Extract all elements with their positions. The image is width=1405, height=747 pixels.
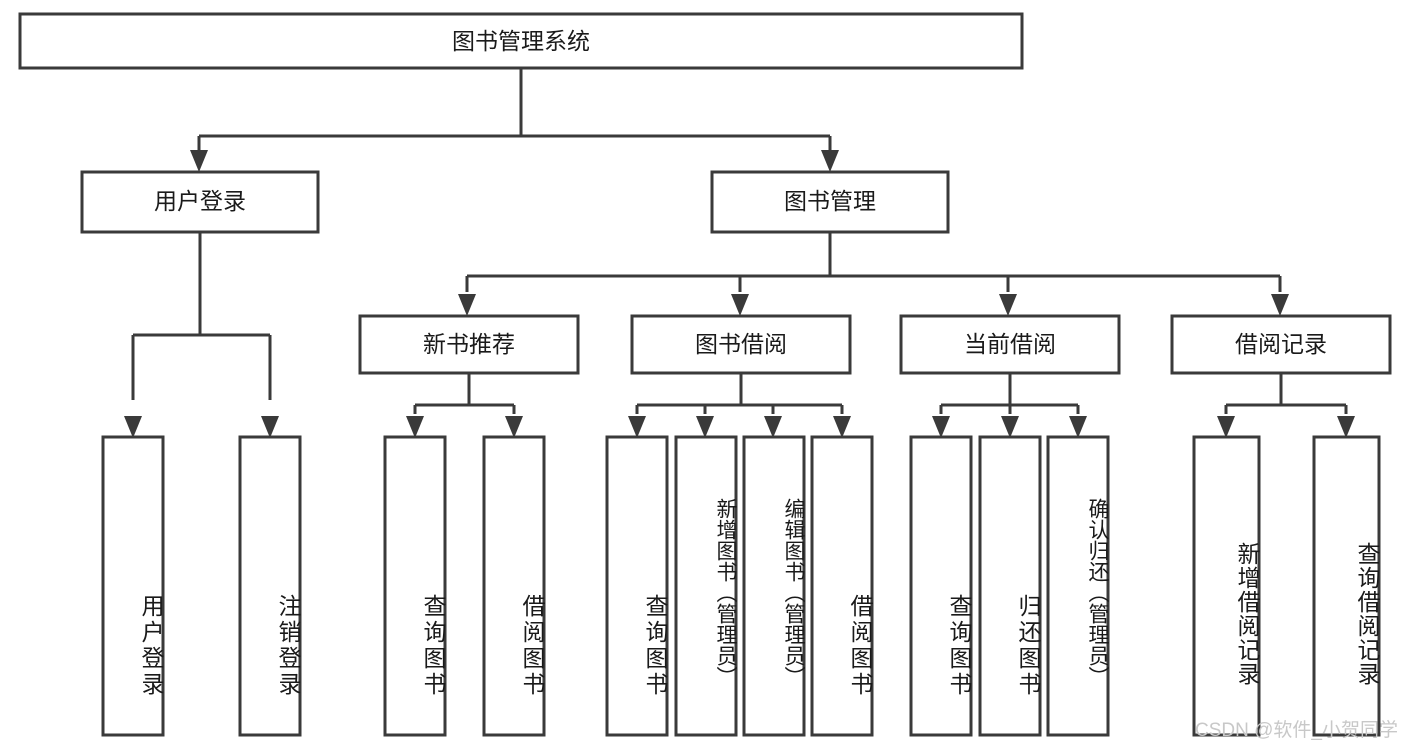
leaf-box-br-add-record[interactable] xyxy=(1192,435,1261,737)
leaf-box-cb-return-book[interactable] xyxy=(978,435,1042,737)
node-root-label: 图书管理系统 xyxy=(452,28,590,54)
node-book-manage-label: 图书管理 xyxy=(784,188,876,214)
node-new-book-recommend[interactable]: 新书推荐 xyxy=(358,314,580,375)
leaf-box-bb-borrow-book[interactable] xyxy=(810,435,874,737)
node-user-login[interactable]: 用户登录 xyxy=(80,170,320,234)
node-root-box xyxy=(18,12,1024,70)
leaf-box-logout[interactable] xyxy=(238,435,302,737)
arrow-to-borrow-record xyxy=(1271,294,1289,316)
arrow-to-leaf-nbr-2 xyxy=(505,416,523,438)
arrow-to-leaf-nbr-1 xyxy=(406,416,424,438)
leaf-box-cb-confirm-return[interactable] xyxy=(1046,435,1110,737)
arrow-to-book-borrow xyxy=(731,294,749,316)
arrow-to-leaf-br-2 xyxy=(1337,416,1355,438)
arrow-to-leaf-cb-2 xyxy=(1001,416,1019,438)
node-borrow-record-box xyxy=(1170,314,1392,375)
watermark-label: CSDN @软件_小贺同学 xyxy=(1195,719,1398,741)
arrow-to-leaf-bb-1 xyxy=(628,416,646,438)
node-new-book-recommend-box xyxy=(358,314,580,375)
node-book-manage[interactable]: 图书管理 xyxy=(710,170,950,234)
node-book-borrow[interactable]: 图书借阅 xyxy=(630,314,852,375)
arrow-to-leaf-bb-3 xyxy=(764,416,782,438)
arrow-to-leaf-bb-4 xyxy=(833,416,851,438)
leaf-box-br-query-record[interactable] xyxy=(1312,435,1381,737)
arrow-to-new-book-recommend xyxy=(458,294,476,316)
leaf-box-cb-query-book[interactable] xyxy=(909,435,973,737)
arrow-root-to-user-login xyxy=(190,150,208,172)
leaf-box-bb-query-book[interactable] xyxy=(605,435,669,737)
leaf-box-nbr-borrow-book[interactable] xyxy=(482,435,546,737)
node-current-borrow-label: 当前借阅 xyxy=(964,331,1056,357)
leaf-box-user-login[interactable] xyxy=(101,435,165,737)
arrow-to-leaf-cb-1 xyxy=(932,416,950,438)
node-book-manage-box xyxy=(710,170,950,234)
leaf-box-bb-edit-book[interactable] xyxy=(742,435,806,737)
node-borrow-record-label: 借阅记录 xyxy=(1235,331,1327,357)
node-new-book-recommend-label: 新书推荐 xyxy=(423,331,515,357)
node-root[interactable]: 图书管理系统 xyxy=(18,12,1024,70)
arrow-to-leaf-logout xyxy=(261,416,279,438)
node-current-borrow[interactable]: 当前借阅 xyxy=(899,314,1121,375)
arrow-to-leaf-cb-3 xyxy=(1069,416,1087,438)
arrow-to-current-borrow xyxy=(999,294,1017,316)
arrow-root-to-book-manage xyxy=(821,150,839,172)
arrow-to-leaf-user-login xyxy=(124,416,142,438)
node-borrow-record[interactable]: 借阅记录 xyxy=(1170,314,1392,375)
node-book-borrow-box xyxy=(630,314,852,375)
leaf-box-nbr-query-book[interactable] xyxy=(383,435,447,737)
leaf-box-bb-add-book[interactable] xyxy=(674,435,738,737)
node-current-borrow-box xyxy=(899,314,1121,375)
arrow-to-leaf-br-1 xyxy=(1217,416,1235,438)
node-book-borrow-label: 图书借阅 xyxy=(695,331,787,357)
arrow-to-leaf-bb-2 xyxy=(696,416,714,438)
node-user-login-label: 用户登录 xyxy=(154,188,246,214)
